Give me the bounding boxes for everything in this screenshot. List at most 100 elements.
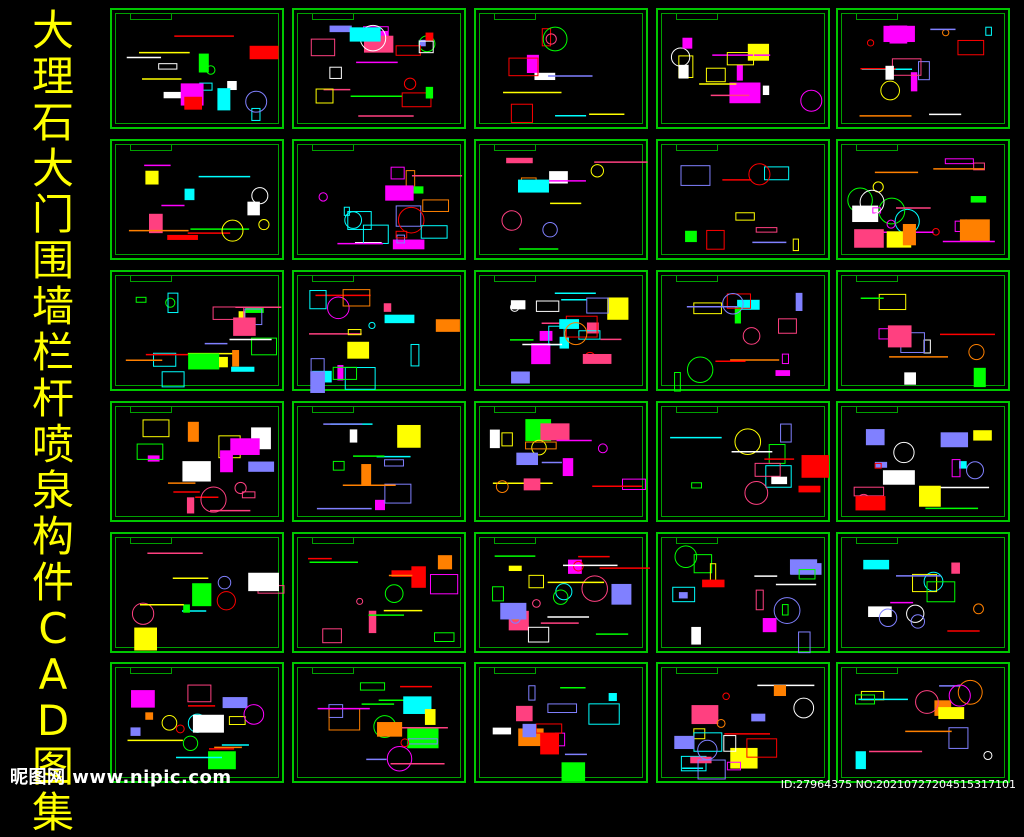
cad-element	[768, 444, 786, 464]
cad-element	[395, 230, 408, 239]
cad-element	[377, 722, 403, 737]
cad-element	[878, 608, 898, 628]
cad-element	[722, 293, 744, 315]
cad-element	[854, 229, 884, 248]
cad-element	[528, 685, 536, 701]
watermark-text: 昵图网 www.nipic.com	[10, 767, 232, 788]
cad-element	[492, 586, 504, 602]
cad-element	[332, 460, 345, 471]
cad-element	[434, 632, 455, 642]
cad-element	[771, 476, 788, 485]
cad-element	[564, 322, 588, 346]
cad-element	[966, 461, 985, 480]
cad-element	[597, 443, 608, 454]
cad-drawing	[126, 35, 279, 121]
cad-element	[968, 343, 985, 361]
cad-drawing	[853, 429, 992, 511]
cad-element	[403, 77, 417, 90]
cad-element	[549, 171, 568, 184]
cad-element	[798, 485, 821, 493]
cad-drawing	[860, 293, 995, 388]
cad-element	[258, 219, 270, 231]
cad-element	[948, 684, 971, 707]
cad-element	[762, 85, 770, 96]
cad-element	[693, 302, 722, 315]
cad-element	[186, 497, 195, 514]
cad-element	[425, 86, 434, 99]
cad-element	[545, 33, 557, 45]
cad-element	[131, 602, 155, 625]
cad-element	[501, 432, 513, 447]
cad-element	[940, 432, 969, 448]
cad-element	[737, 299, 760, 310]
cad-element	[422, 199, 450, 212]
drawing-sheet	[292, 532, 466, 653]
cad-element	[368, 321, 376, 330]
cad-element	[932, 228, 940, 236]
cad-element	[329, 66, 342, 79]
drawing-sheet	[474, 8, 648, 129]
cad-element	[315, 88, 334, 104]
cad-element	[327, 296, 350, 320]
cad-element	[906, 604, 925, 623]
cad-element	[516, 705, 533, 722]
cad-drawing	[670, 37, 823, 112]
cad-element	[855, 496, 886, 511]
cad-drawing	[489, 419, 646, 493]
title-char: 理	[31, 52, 74, 101]
drawing-sheet	[836, 270, 1010, 391]
cad-element	[886, 219, 896, 229]
cad-element	[885, 65, 894, 80]
cad-element	[970, 196, 987, 203]
cad-element	[248, 572, 279, 592]
cad-element	[249, 45, 279, 60]
cad-element	[392, 239, 425, 250]
cad-element	[425, 32, 434, 41]
cad-element	[359, 682, 386, 691]
cad-drawing	[128, 164, 270, 242]
cad-element	[410, 343, 420, 367]
cad-element	[309, 290, 327, 310]
cad-element	[368, 610, 377, 634]
cad-element	[540, 423, 570, 441]
cad-element	[674, 371, 681, 392]
cad-element	[781, 353, 789, 365]
cad-element	[611, 583, 632, 605]
cad-element	[208, 751, 236, 770]
cad-element	[167, 292, 179, 314]
cad-element	[678, 64, 689, 79]
cad-element	[184, 96, 203, 110]
cad-element	[147, 455, 160, 462]
drawing-sheet	[110, 270, 284, 391]
cad-element	[167, 234, 198, 240]
cad-element	[734, 428, 762, 456]
cad-element	[347, 211, 372, 230]
cad-element	[983, 750, 993, 761]
cad-element	[541, 28, 552, 47]
cad-element	[241, 491, 256, 499]
cad-element	[944, 158, 974, 165]
cad-element	[773, 597, 801, 624]
drawing-sheet	[656, 270, 830, 392]
cad-element	[145, 712, 154, 720]
cad-element	[755, 227, 778, 233]
cad-element	[508, 565, 522, 572]
drawing-sheet	[474, 662, 648, 783]
cad-element	[149, 213, 163, 234]
title-char: 大	[31, 6, 74, 55]
cad-element	[332, 366, 358, 380]
cad-element	[957, 39, 985, 56]
cad-drawing	[136, 419, 275, 514]
cad-element	[522, 723, 537, 738]
drawing-sheet	[836, 139, 1010, 260]
cad-element	[880, 80, 900, 101]
cad-element	[384, 483, 412, 504]
cad-element	[251, 187, 269, 205]
cad-element	[390, 166, 405, 180]
cad-element	[670, 47, 691, 67]
cad-drawing	[492, 555, 650, 643]
cad-element	[852, 205, 879, 223]
cad-element	[383, 303, 392, 312]
cad-drawing	[318, 166, 463, 250]
cad-element	[216, 591, 236, 611]
